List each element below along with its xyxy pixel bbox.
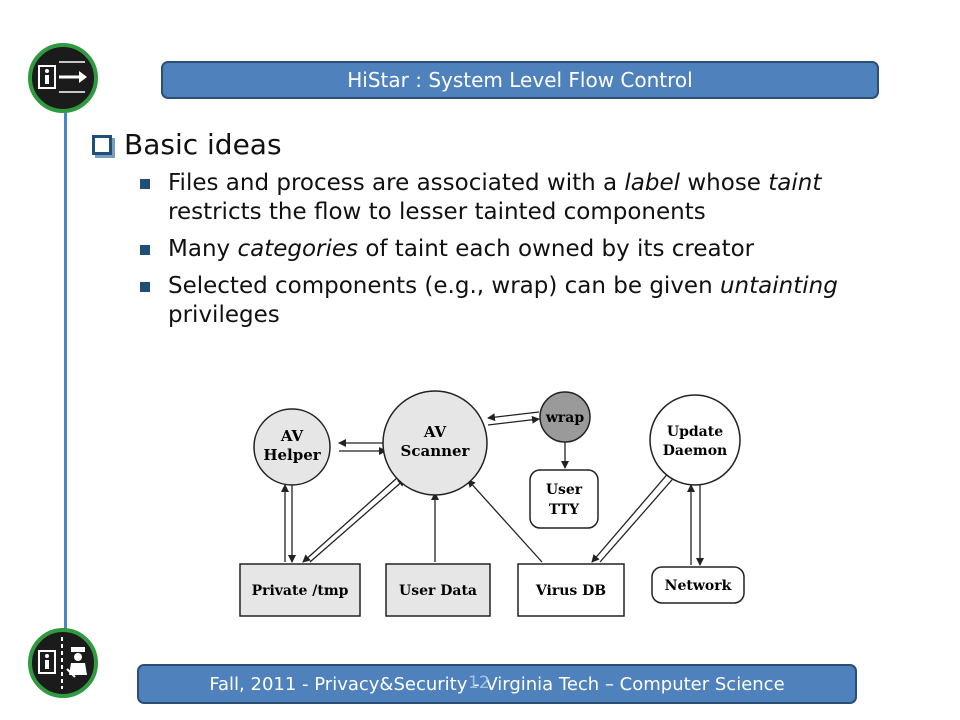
- slide-title: HiStar : System Level Flow Control: [347, 68, 693, 92]
- svg-text:TTY: TTY: [549, 502, 580, 518]
- node-update-daemon: Update Daemon: [649, 394, 741, 486]
- node-user-data: User Data: [385, 563, 491, 617]
- flow-diagram: AV Helper AV Scanner wrap Update Daemon …: [230, 385, 770, 629]
- bullet-text: restricts the flow to lesser tainted com…: [168, 199, 706, 225]
- svg-text:AV: AV: [280, 427, 304, 445]
- bullet-item: Selected components (e.g., wrap) can be …: [140, 272, 922, 330]
- bullet-item: Many categories of taint each owned by i…: [140, 235, 922, 264]
- svg-text:AV: AV: [423, 423, 447, 441]
- bullet-item: Files and process are associated with a …: [140, 169, 922, 227]
- bullet-text: Selected components (e.g., wrap) can be …: [168, 273, 720, 299]
- vertical-divider-line: [64, 105, 67, 630]
- emphasized-term: label: [624, 170, 681, 196]
- svg-text:Update: Update: [667, 424, 723, 440]
- emphasized-term: untainting: [719, 273, 838, 299]
- bullet-text: Files and process are associated with a: [168, 170, 625, 196]
- node-network: Network: [651, 566, 745, 604]
- bullet-text: of taint each owned by its creator: [358, 236, 755, 262]
- svg-text:Helper: Helper: [263, 446, 321, 464]
- arrow-scanner-to-tmp: [302, 476, 399, 563]
- bullet-list: Files and process are associated with a …: [92, 169, 922, 330]
- arrow-virusdb-to-daemon: [599, 472, 679, 563]
- page-number: 12: [468, 673, 490, 693]
- svg-text:Scanner: Scanner: [401, 442, 471, 460]
- arrow-daemon-to-virusdb: [591, 469, 672, 563]
- arrow-virusdb-to-scanner: [467, 479, 543, 563]
- node-private-tmp: Private /tmp: [239, 563, 361, 617]
- bullet-text: privileges: [168, 302, 280, 328]
- svg-text:Private /tmp: Private /tmp: [252, 583, 349, 599]
- info-arrow-icon: [28, 43, 98, 113]
- footer-bar: Fall, 2011 - Privacy&Security - Virginia…: [137, 664, 857, 704]
- arrow-scanner-to-wrap: [487, 415, 540, 426]
- node-user-tty: User TTY: [529, 469, 599, 529]
- svg-text:User Data: User Data: [399, 583, 477, 599]
- node-av-helper: AV Helper: [253, 408, 331, 486]
- section-heading: Basic ideas: [92, 128, 922, 161]
- node-virus-db: Virus DB: [517, 563, 625, 617]
- node-av-scanner: AV Scanner: [382, 390, 488, 496]
- emphasized-term: categories: [237, 236, 359, 262]
- node-wrap: wrap: [539, 391, 591, 443]
- checkbox-icon: [92, 134, 112, 155]
- flow-arrows: [281, 411, 704, 566]
- emphasized-term: taint: [768, 170, 822, 196]
- arrow-wrap-to-scanner: [487, 411, 540, 422]
- bullet-text: whose: [680, 170, 769, 196]
- footer-text: Fall, 2011 - Privacy&Security - Virginia…: [209, 673, 785, 695]
- svg-text:Daemon: Daemon: [663, 443, 727, 459]
- info-officer-icon: [28, 628, 98, 698]
- svg-text:wrap: wrap: [545, 410, 584, 426]
- slide-title-bar: HiStar : System Level Flow Control: [161, 61, 879, 99]
- slide-content: Basic ideas Files and process are associ…: [92, 128, 922, 338]
- bullet-text: Many: [168, 236, 238, 262]
- section-heading-text: Basic ideas: [124, 128, 282, 161]
- svg-text:Network: Network: [665, 578, 732, 594]
- arrow-tmp-to-scanner: [309, 478, 406, 563]
- svg-text:User: User: [546, 482, 583, 498]
- svg-text:Virus DB: Virus DB: [535, 583, 606, 599]
